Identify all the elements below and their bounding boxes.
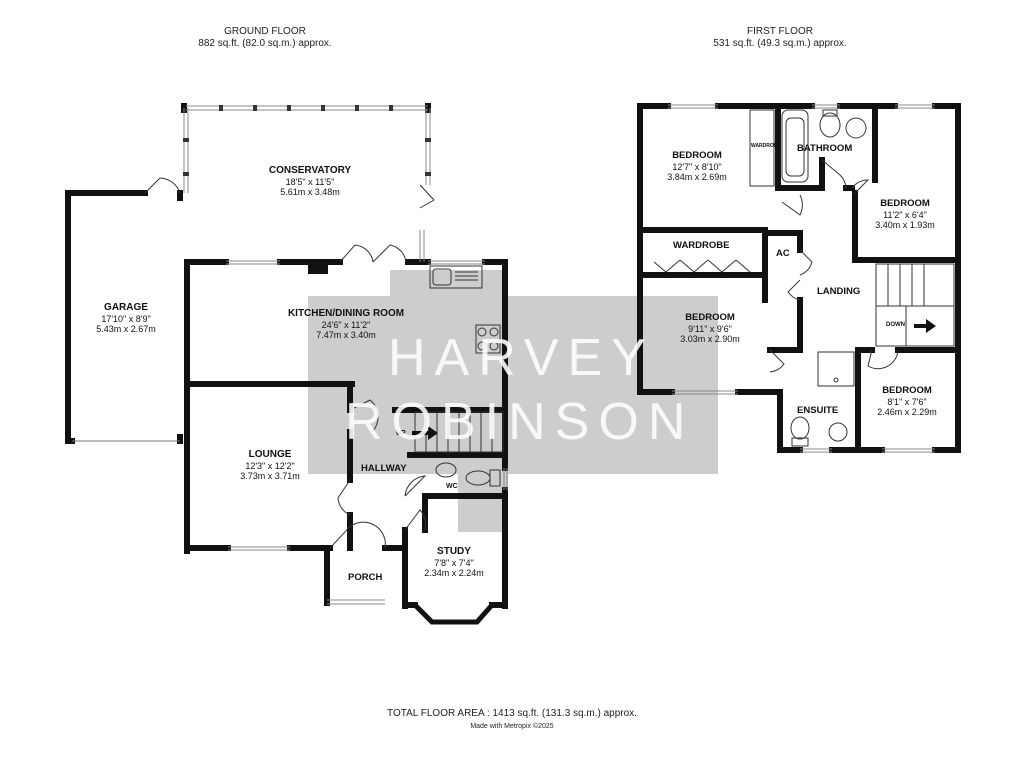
first-floor-area: 531 sq.ft. (49.3 sq.m.) approx.: [713, 38, 847, 49]
first-door-swings: [769, 159, 899, 373]
room-kitchen-name: KITCHEN/DINING ROOM: [287, 308, 405, 319]
ground-floor-title: GROUND FLOOR: [224, 26, 306, 37]
room-garage: GARAGE 17'10" x 8'9" 5.43m x 2.67m: [76, 302, 176, 335]
first-floor-title: FIRST FLOOR: [747, 26, 813, 37]
room-bedroom-1-metric: 3.84m x 2.69m: [667, 172, 727, 182]
ground-floor-windows: [226, 260, 508, 605]
wardrobe-small-label: WARDROBE: [751, 143, 781, 149]
ensuite-fixtures: [790, 351, 855, 447]
room-bathroom-name: BATHROOM: [797, 143, 853, 154]
room-bedroom-3-name: BEDROOM: [685, 312, 735, 323]
room-bedroom-4: BEDROOM 8'1" x 7'6" 2.46m x 2.29m: [862, 385, 952, 418]
room-bedroom-4-imperial: 8'1" x 7'6": [887, 396, 927, 407]
room-hallway-name: HALLWAY: [361, 463, 407, 474]
room-lounge-name: LOUNGE: [248, 449, 292, 460]
room-kitchen: KITCHEN/DINING ROOM 24'6" x 11'2" 7.47m …: [276, 308, 416, 341]
wc-fixtures: [435, 462, 501, 487]
ground-floor-header: GROUND FLOOR 882 sq.ft. (82.0 sq.m.) app…: [180, 26, 350, 50]
room-study-metric: 2.34m x 2.24m: [424, 568, 484, 578]
stairs-up-label: UP: [396, 430, 406, 437]
room-bedroom-3-metric: 3.03m x 2.90m: [680, 334, 740, 344]
room-bedroom-2-imperial: 11'2" x 6'4": [883, 209, 927, 220]
room-landing-name: LANDING: [817, 286, 861, 297]
total-floor-area: TOTAL FLOOR AREA : 1413 sq.ft. (131.3 sq…: [387, 708, 637, 719]
first-floor-windows: [668, 104, 935, 453]
room-conservatory-name: CONSERVATORY: [268, 165, 352, 176]
watermark-line-2: ROBINSON: [345, 393, 695, 451]
room-bedroom-4-name: BEDROOM: [882, 385, 932, 396]
room-conservatory-imperial: 18'5" x 11'5": [285, 176, 335, 187]
room-study-name: STUDY: [437, 546, 471, 557]
wardrobe-hangers: [653, 109, 775, 273]
room-kitchen-metric: 7.47m x 3.40m: [316, 330, 376, 340]
room-bedroom-1-imperial: 12'7" x 8'10": [672, 161, 722, 172]
room-bedroom-1: BEDROOM 12'7" x 8'10" 3.84m x 2.69m: [652, 150, 742, 183]
room-wc-name: WC: [446, 483, 458, 490]
study-bay-window: [413, 603, 494, 625]
first-stairs: [875, 263, 955, 347]
room-kitchen-imperial: 24'6" x 11'2": [321, 319, 371, 330]
room-bedroom-2: BEDROOM 11'2" x 6'4" 3.40m x 1.93m: [860, 198, 950, 231]
room-lounge-metric: 3.73m x 3.71m: [240, 471, 300, 481]
room-garage-metric: 5.43m x 2.67m: [96, 324, 156, 334]
kitchen-fixtures: [429, 265, 501, 354]
ground-floor-area: 882 sq.ft. (82.0 sq.m.) approx.: [198, 38, 332, 49]
room-ac-name: AC: [776, 248, 790, 259]
bathroom-fixtures: [781, 109, 867, 183]
room-bedroom-4-metric: 2.46m x 2.29m: [877, 407, 937, 417]
room-bedroom-3-imperial: 9'11" x 9'6": [688, 323, 732, 334]
metropix-credit: Made with Metropix ©2025: [470, 723, 554, 730]
stairs-down-label: DOWN: [886, 322, 905, 328]
room-bedroom-2-name: BEDROOM: [880, 198, 930, 209]
room-bedroom-1-name: BEDROOM: [672, 150, 722, 161]
first-floor-header: FIRST FLOOR 531 sq.ft. (49.3 sq.m.) appr…: [695, 26, 865, 50]
up-arrow-icon: [412, 426, 438, 440]
watermark-backdrop: [308, 270, 718, 532]
room-bedroom-2-metric: 3.40m x 1.93m: [875, 220, 935, 230]
room-conservatory: CONSERVATORY 18'5" x 11'5" 5.61m x 3.48m: [260, 165, 360, 198]
conservatory-mullions: [183, 105, 431, 176]
ground-door-swings: [144, 177, 435, 549]
room-lounge-imperial: 12'3" x 12'2": [245, 460, 295, 471]
room-ensuite-name: ENSUITE: [797, 405, 839, 416]
room-study: STUDY 7'8" x 7'4" 2.34m x 2.24m: [414, 546, 494, 579]
room-garage-imperial: 17'10" x 8'9": [101, 313, 151, 324]
room-study-imperial: 7'8" x 7'4": [434, 557, 474, 568]
ground-floor-walls: [65, 103, 508, 609]
room-lounge: LOUNGE 12'3" x 12'2" 3.73m x 3.71m: [220, 449, 320, 482]
fireplace: [308, 262, 328, 274]
room-porch-name: PORCH: [348, 572, 383, 583]
room-bedroom-3: BEDROOM 9'11" x 9'6" 3.03m x 2.90m: [660, 312, 760, 345]
room-conservatory-metric: 5.61m x 3.48m: [280, 187, 340, 197]
first-floor-walls: [637, 103, 961, 453]
room-wardrobe-name: WARDROBE: [673, 240, 730, 251]
watermark-line-1: HARVEY: [388, 329, 655, 387]
down-arrow-icon: [914, 319, 936, 333]
room-garage-name: GARAGE: [104, 302, 148, 313]
